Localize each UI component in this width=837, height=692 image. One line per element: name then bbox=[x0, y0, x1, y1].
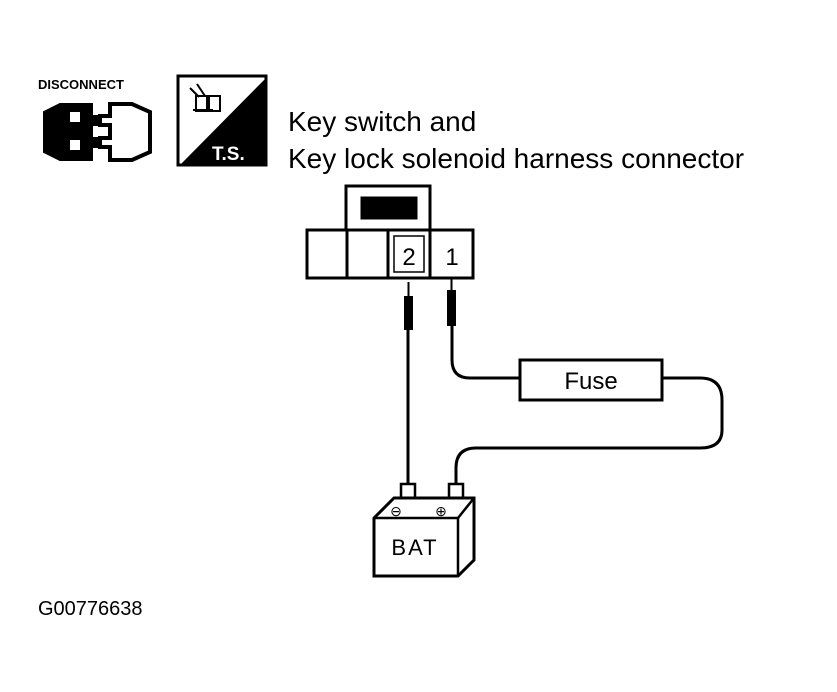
connector-lock-window bbox=[360, 196, 418, 220]
disconnect-icon: DISCONNECT bbox=[38, 77, 152, 162]
harness-connector bbox=[305, 184, 475, 280]
fuse: Fuse bbox=[518, 358, 664, 402]
battery-positive-symbol: ⊕ bbox=[435, 503, 447, 519]
wire-pin1-to-fuse bbox=[450, 326, 520, 380]
figure-id: G00776638 bbox=[38, 598, 143, 620]
battery-label: BAT bbox=[391, 535, 438, 560]
plug-slot bbox=[70, 140, 80, 150]
plug-right-shape bbox=[98, 102, 152, 162]
battery-terminal-positive bbox=[447, 482, 465, 500]
battery: ⊖ ⊕ BAT bbox=[372, 482, 476, 578]
pin-1-label: 1 bbox=[445, 244, 458, 271]
probe-2 bbox=[404, 282, 413, 330]
plug-slot bbox=[70, 112, 80, 122]
ts-label: T.S. bbox=[212, 144, 245, 165]
wire-fuse-to-battery-positive bbox=[454, 376, 724, 488]
disconnect-label: DISCONNECT bbox=[38, 77, 124, 92]
plug-left-shape bbox=[43, 103, 105, 161]
probe-1 bbox=[447, 278, 456, 326]
ts-icon: T.S. bbox=[176, 74, 268, 167]
connector-body bbox=[305, 228, 475, 280]
battery-negative-symbol: ⊖ bbox=[390, 503, 402, 519]
connector-small-icon bbox=[189, 83, 221, 112]
pin-2-label: 2 bbox=[402, 244, 415, 271]
title-line-1: Key switch and bbox=[288, 106, 476, 137]
battery-terminal-negative bbox=[399, 482, 417, 500]
pin-2-cell bbox=[393, 235, 425, 273]
title-line-2: Key lock solenoid harness connector bbox=[288, 143, 744, 174]
fuse-label: Fuse bbox=[564, 368, 617, 395]
